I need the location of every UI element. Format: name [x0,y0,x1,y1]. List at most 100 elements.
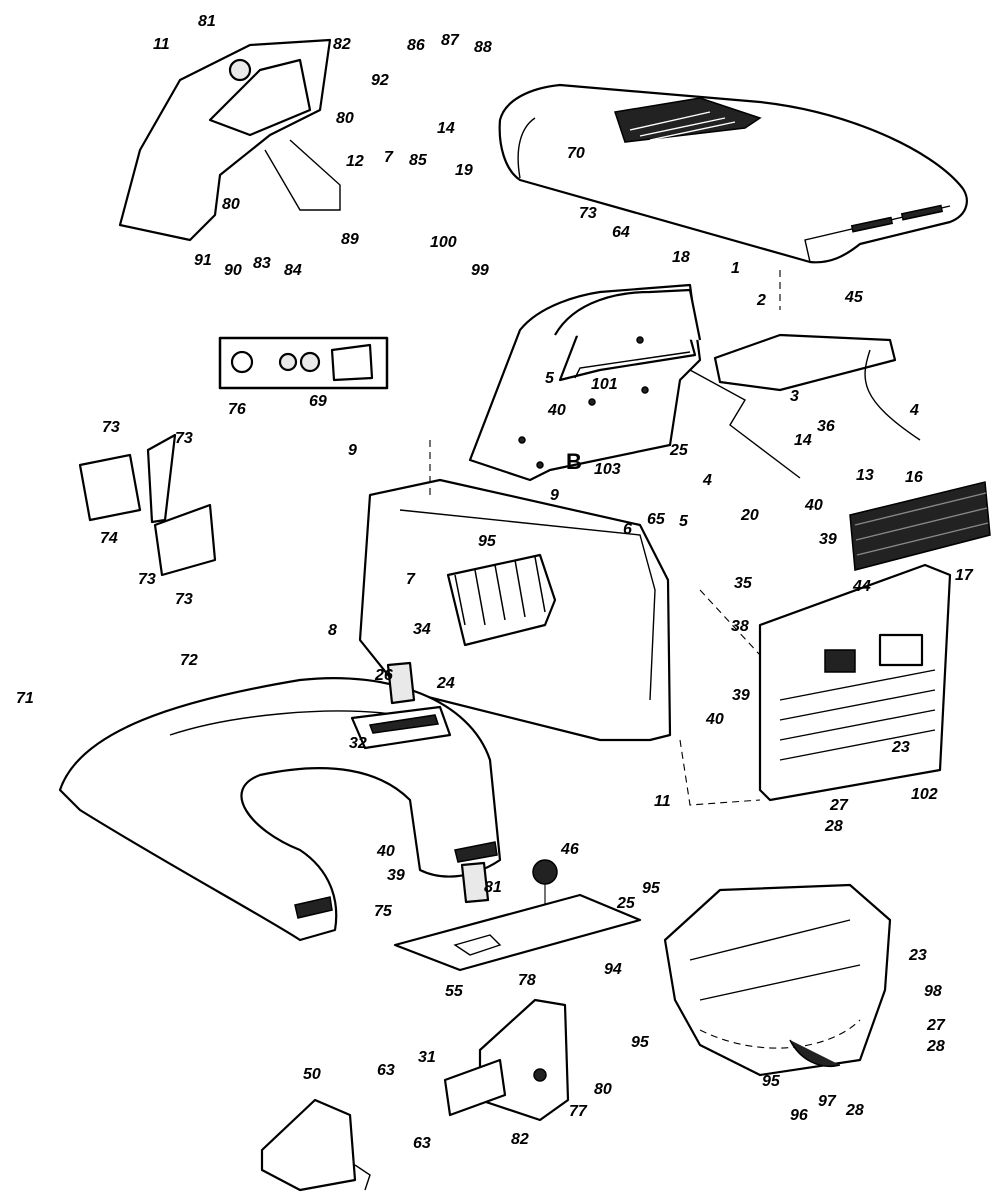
support-bar-part [689,333,921,479]
callout-label-c46: 46 [560,841,579,858]
callout-label-c7b: 7 [406,571,416,588]
grille-housing-part [758,563,952,802]
callout-label-c87: 87 [441,32,460,49]
callout-label-c11a: 11 [153,36,170,53]
callout-label-c27a: 27 [829,797,849,814]
callout-label-c6: 6 [623,521,632,538]
callout-label-c25b: 25 [616,895,636,912]
callout-label-c27b: 27 [926,1017,946,1034]
callout-label-c4b: 4 [702,472,712,489]
callout-label-c63b: 63 [413,1135,431,1152]
reference-letter-b: B [566,449,582,474]
callout-label-c102: 102 [911,786,938,803]
callout-label-c3: 3 [790,388,799,405]
callout-label-c64: 64 [612,224,630,241]
callout-label-c70: 70 [567,145,585,162]
callout-label-c35: 35 [734,575,753,592]
callout-label-c40d: 40 [376,843,395,860]
callout-label-c19: 19 [455,162,473,179]
callout-label-c23a: 23 [891,739,910,756]
callout-label-c88: 88 [474,39,492,56]
callout-label-c24: 24 [436,675,455,692]
callout-label-c55: 55 [445,983,464,1000]
callout-label-c2: 2 [756,292,766,309]
callout-label-c101: 101 [591,376,618,393]
callout-label-c73d: 73 [138,571,156,588]
bracket-part [443,998,570,1122]
hood-part [498,83,968,264]
callout-label-c38: 38 [731,618,749,635]
callout-label-c103: 103 [594,461,621,478]
callout-label-c50: 50 [303,1066,321,1083]
callout-label-c95d: 95 [762,1073,781,1090]
callout-label-c83: 83 [253,255,271,272]
callout-label-c98: 98 [924,983,942,1000]
callout-label-c95a: 95 [478,533,497,550]
callout-label-c4a: 4 [909,402,919,419]
floor-plate-part [393,893,642,972]
bracket-73-74-part [78,433,217,577]
callout-label-c99: 99 [471,262,489,279]
callout-label-c63a: 63 [377,1062,395,1079]
callout-label-c32: 32 [349,735,367,752]
callout-label-c81b: 81 [484,879,502,896]
callout-label-c90: 90 [224,262,242,279]
callout-label-c89: 89 [341,231,359,248]
callout-label-c65: 65 [647,511,666,528]
callout-label-c12: 12 [346,153,364,170]
callout-label-c11b: 11 [654,793,671,810]
callout-label-c9b: 9 [550,487,559,504]
callout-label-c40b: 40 [804,497,823,514]
front-console-part [358,478,672,742]
engine-part [663,883,892,1077]
callout-label-c14a: 14 [437,120,455,137]
steering-console-part [118,38,341,242]
callout-label-c75: 75 [374,903,393,920]
callout-label-c1: 1 [731,260,740,277]
callout-label-c39a: 39 [819,531,837,548]
callout-label-c96: 96 [790,1107,808,1124]
callout-label-c77: 77 [569,1103,588,1120]
callout-label-c76: 76 [228,401,246,418]
callout-label-c28b: 28 [926,1038,945,1055]
callout-label-c97: 97 [818,1093,837,1110]
callout-label-c26: 26 [374,667,393,684]
knob-part [386,661,416,705]
callout-label-c74: 74 [100,530,118,547]
callout-label-c36: 36 [817,418,835,435]
callout-label-c73e: 73 [175,591,193,608]
callout-label-c39c: 39 [387,867,405,884]
callout-label-c16: 16 [905,469,923,486]
callout-label-c72: 72 [180,652,198,669]
callout-label-c91: 91 [194,252,212,269]
dash-panel-part [468,283,702,482]
callout-label-c14b: 14 [794,432,812,449]
hood-vents [614,97,762,143]
knob-part-81b [460,859,558,935]
callout-label-c86: 86 [407,37,425,54]
callout-label-c45: 45 [844,289,864,306]
shift-plate-part [350,705,452,750]
callout-label-c82a: 82 [333,36,351,53]
callout-label-c78: 78 [518,972,536,989]
callout-label-c95b: 95 [642,880,661,897]
callout-label-c73a: 73 [579,205,597,222]
callout-label-c71: 71 [16,690,34,707]
callout-label-c8: 8 [328,622,337,639]
callout-label-c84: 84 [284,262,302,279]
callout-label-c31: 31 [418,1049,436,1066]
callout-label-c80a: 80 [336,110,354,127]
callout-label-c40a: 40 [547,402,566,419]
callout-label-c92: 92 [371,72,389,89]
callout-label-c9a: 9 [348,442,357,459]
callout-label-c28a: 28 [824,818,843,835]
callout-label-c40c: 40 [705,711,724,728]
callout-label-c39b: 39 [732,687,750,704]
callout-label-c7a: 7 [384,149,394,166]
callout-label-c82b: 82 [511,1131,529,1148]
callout-label-c85: 85 [409,152,428,169]
callout-label-c81a: 81 [198,13,216,30]
